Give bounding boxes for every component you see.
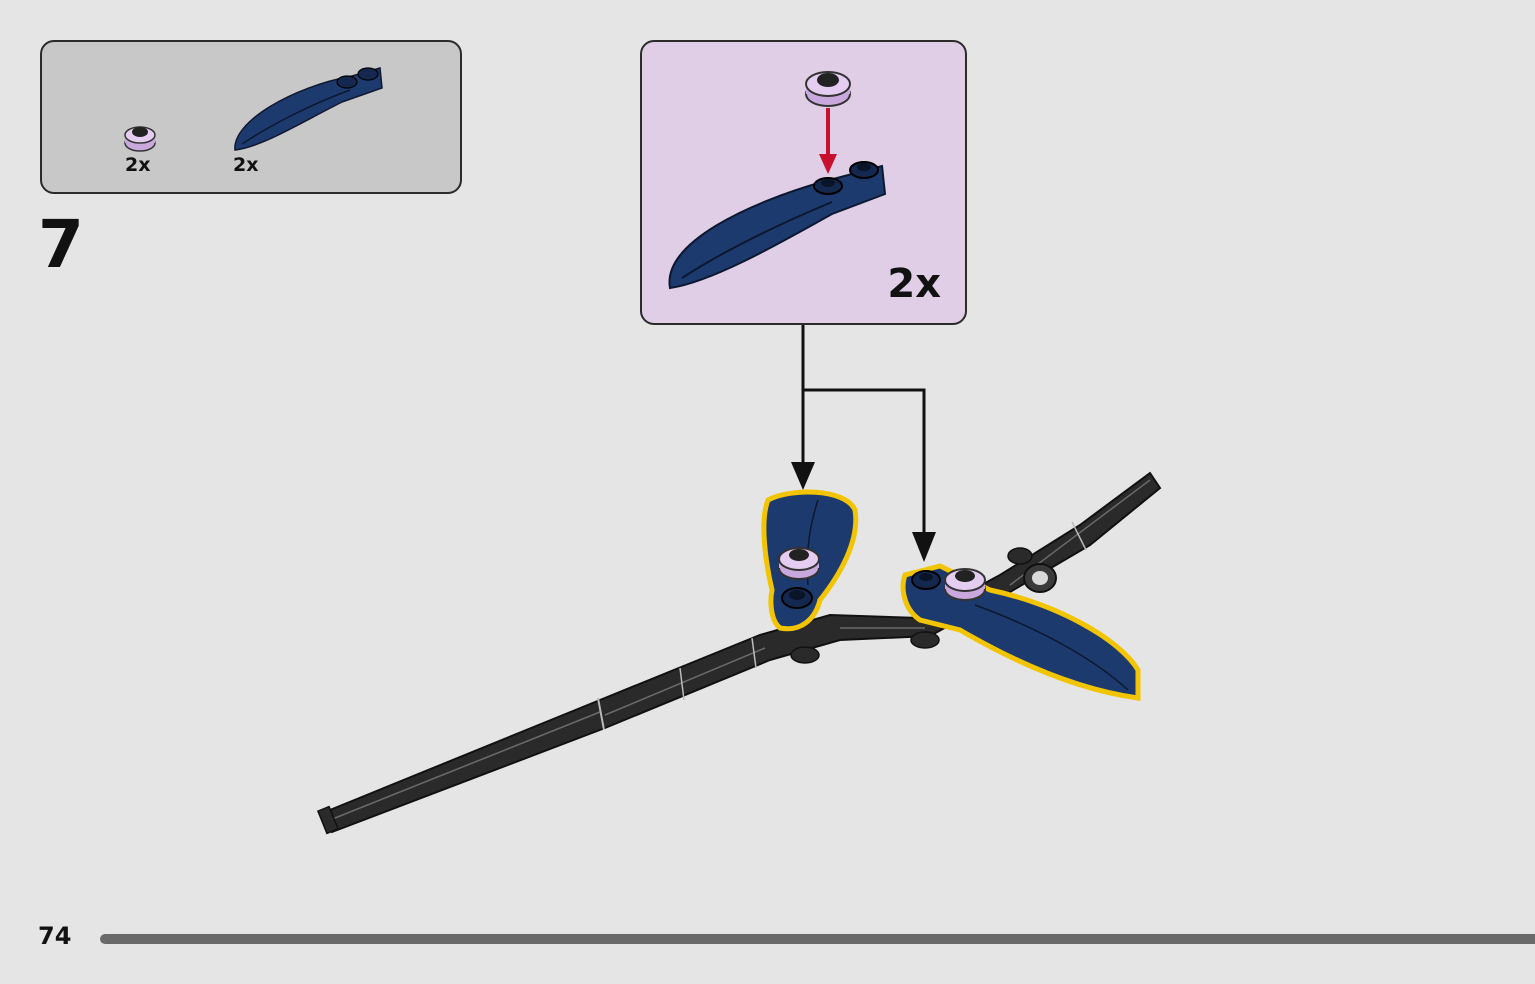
parts-illustration [124,67,383,152]
subassembly-illustration [668,71,887,290]
parts-list-box: 2x 2x [40,40,462,194]
red-arrow-icon [819,108,837,174]
part-qty-round-plate: 2x [125,154,151,176]
subassembly-qty: 2x [887,261,941,307]
page-progress-bar [100,934,1535,944]
call-out-arrow-head-left [791,462,815,490]
subassembly-box: 2x [640,40,967,325]
call-out-arrow-head-right [912,532,936,562]
step-number: 7 [38,206,84,283]
round-plate-icon [778,547,820,580]
leaf-element-left [761,489,859,632]
page-number: 74 [38,922,72,950]
call-out-arrow-icon [801,325,926,538]
leaf-element-icon [668,161,887,290]
leaf-element-right [900,563,1141,701]
round-plate-icon [944,568,986,601]
leaf-element-icon [234,67,383,151]
part-qty-leaf: 2x [233,154,259,176]
round-plate-icon [805,71,851,107]
round-plate-icon [124,126,156,152]
